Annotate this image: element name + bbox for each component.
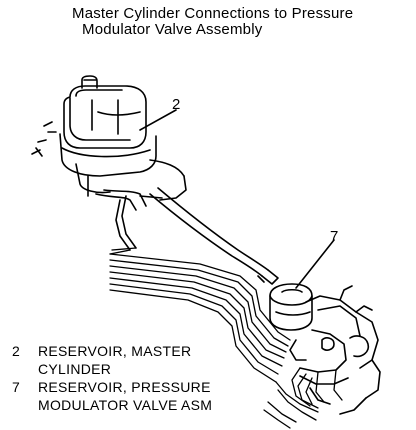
legend-item-text: CYLINDER	[38, 361, 112, 377]
legend-item-number: 7	[12, 379, 21, 395]
brake-lines-lower	[263, 367, 343, 429]
callout-2-leader	[139, 109, 177, 131]
legend-item: 2 RESERVOIR, MASTER CYLINDER	[12, 342, 212, 378]
title-line-1: Master Cylinder Connections to Pressure	[72, 5, 354, 22]
master-cylinder-body	[31, 121, 185, 197]
reservoir-hose	[149, 187, 279, 285]
callout-7-leader	[295, 239, 335, 289]
legend-item-number: 2	[12, 343, 21, 359]
master-cylinder-reservoir	[63, 75, 147, 149]
parts-legend: 2 RESERVOIR, MASTER CYLINDER 7 RESERVOIR…	[12, 342, 212, 414]
title-line-2: Modulator Valve Assembly	[82, 21, 263, 38]
callout-2-label: 2	[172, 96, 180, 113]
legend-item-text: RESERVOIR, PRESSURE	[38, 379, 211, 395]
legend-item-text: RESERVOIR, MASTER	[38, 343, 192, 359]
legend-item: 7 RESERVOIR, PRESSURE MODULATOR VALVE AS…	[12, 378, 212, 414]
pressure-modulator-valve-assembly	[289, 285, 381, 415]
legend-item-text: MODULATOR VALVE ASM	[38, 397, 213, 413]
modulator-valve-reservoir	[269, 283, 313, 331]
brake-lines-upper	[95, 175, 187, 251]
diagram-title: Master Cylinder Connections to Pressure …	[62, 6, 382, 38]
callout-7-label: 7	[330, 228, 338, 245]
brake-line-bundle	[109, 247, 291, 383]
